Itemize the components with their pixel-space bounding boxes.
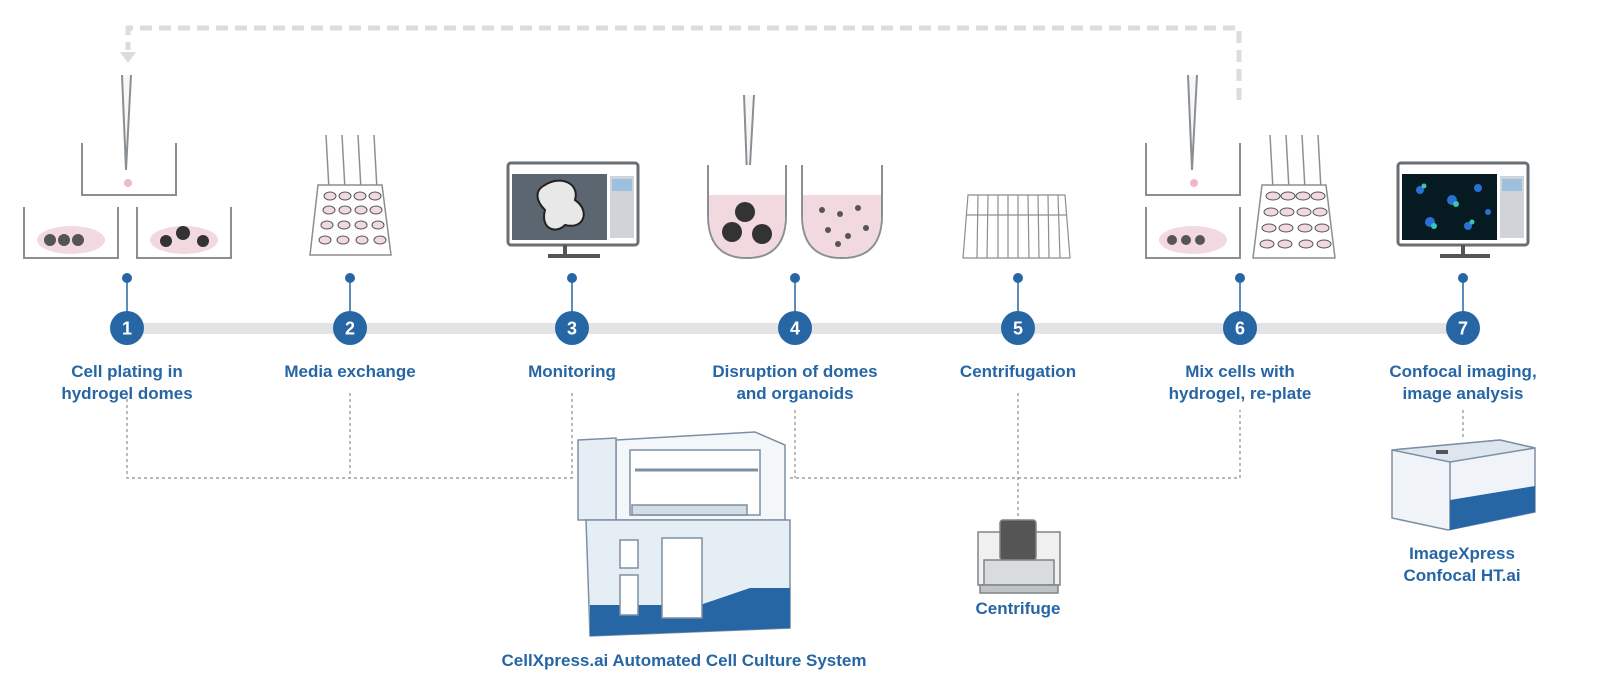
centrifuge-label: Centrifuge — [975, 599, 1061, 618]
step-circle — [1446, 311, 1480, 345]
step-dot — [345, 273, 355, 283]
step-3-node: 3 — [555, 273, 589, 345]
step-4-label: Disruption of domes and organoids — [712, 362, 878, 403]
multiwell-pipette-icon — [309, 134, 392, 256]
step-number: 2 — [345, 319, 355, 339]
step-number: 4 — [790, 319, 800, 339]
step-5-label: Centrifugation — [959, 362, 1077, 381]
beaker-disruption-icon — [707, 94, 883, 260]
monitor-organoid-icon — [506, 161, 640, 258]
step-2-label: Media exchange — [284, 362, 416, 381]
instrument-connectors — [126, 393, 1464, 520]
imagexpress-icon — [1391, 439, 1536, 531]
step-1-node: 1 — [110, 273, 144, 345]
dome-plating-icon — [23, 74, 232, 259]
step-number: 5 — [1013, 319, 1023, 339]
step-number: 1 — [122, 319, 132, 339]
step-dot — [122, 273, 132, 283]
tube-rack-icon — [962, 194, 1071, 259]
step-2-node: 2 — [333, 273, 367, 345]
step-dot — [567, 273, 577, 283]
cellxpress-label: CellXpress.ai Automated Cell Culture Sys… — [501, 651, 867, 670]
step-circle — [110, 311, 144, 345]
monitor-fluorescence-icon — [1396, 161, 1530, 258]
step-dot — [1458, 273, 1468, 283]
step-6-label: Mix cells with hydrogel, re-plate — [1168, 362, 1312, 403]
step-dot — [790, 273, 800, 283]
step-4-node: 4 — [778, 273, 812, 345]
step-number: 6 — [1235, 319, 1245, 339]
step-circle — [1223, 311, 1257, 345]
step-7-label: Confocal imaging, image analysis — [1389, 362, 1537, 403]
cellxpress-instrument-icon — [577, 431, 791, 637]
step-circle — [333, 311, 367, 345]
loop-arrow-head-icon — [120, 52, 136, 63]
step-circle — [778, 311, 812, 345]
step-5-node: 5 — [1001, 273, 1035, 345]
step-dot — [1013, 273, 1023, 283]
loop-back-arrow — [125, 25, 1242, 100]
step-3-label: Monitoring — [528, 362, 616, 381]
step-6-node: 6 — [1223, 273, 1257, 345]
step-circle — [555, 311, 589, 345]
centrifuge-icon — [977, 519, 1061, 594]
step-7-node: 7 — [1446, 273, 1480, 345]
step-dot — [1235, 273, 1245, 283]
step-number: 3 — [567, 319, 577, 339]
imagexpress-label: ImageXpress Confocal HT.ai — [1403, 544, 1521, 585]
step-number: 7 — [1458, 319, 1468, 339]
step-circle — [1001, 311, 1035, 345]
step-1-label: Cell plating in hydrogel domes — [61, 362, 193, 403]
replate-icon — [1145, 74, 1336, 259]
